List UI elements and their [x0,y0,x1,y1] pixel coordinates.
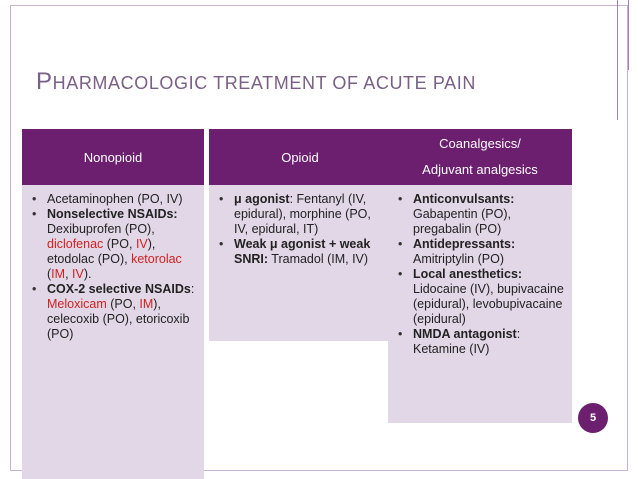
item-text: Meloxicam [47,297,107,311]
item-text: Gabapentin (PO), pregabalin (PO) [413,207,511,236]
list-item: Anticonvulsants: Gabapentin (PO), pregab… [396,192,564,237]
list-item: Weak μ agonist + weak SNRI: Tramadol (IM… [217,237,383,267]
bullet-list: Anticonvulsants: Gabapentin (PO), pregab… [396,192,564,357]
column-header: Coanalgesics/ Adjuvant analgesics [388,129,572,185]
list-item: COX-2 selective NSAIDs: Meloxicam (PO, I… [30,282,196,342]
item-text: μ agonist [234,192,290,206]
bullet-list: μ agonist: Fentanyl (IV, epidural), morp… [217,192,383,267]
slide-frame [10,5,628,471]
list-item: μ agonist: Fentanyl (IV, epidural), morp… [217,192,383,237]
item-text: IV [72,267,84,281]
item-text: ), etodolac (PO), [47,237,156,266]
item-text: Antidepressants: [413,237,516,251]
column-header: Opioid [209,129,391,185]
list-item: Acetaminophen (PO, IV) [30,192,196,207]
column-header: Nonopioid [22,129,204,185]
item-text: Lidocaine (IV), bupivacaine (epidural), … [413,282,564,326]
item-text: , [65,267,73,281]
item-text: Dexibuprofen (PO), [47,222,155,236]
item-text: Local anesthetics: [413,267,523,281]
list-item: NMDA antagonist: Ketamine (IV) [396,327,564,357]
bullet-list: Acetaminophen (PO, IV)Nonselective NSAID… [30,192,196,342]
item-text: Nonselective NSAIDs: [47,207,178,221]
column-header-line: Coanalgesics/ [439,136,521,151]
item-text: Acetaminophen (PO, IV) [47,192,183,206]
item-text: ), celecoxib (PO), etoricoxib (PO) [47,297,190,341]
item-text: Tramadol (IM, IV) [268,252,369,266]
item-text: NMDA antagonist [413,327,517,341]
list-item: Nonselective NSAIDs: Dexibuprofen (PO), … [30,207,196,282]
column-opioid: Opioid μ agonist: Fentanyl (IV, epidural… [209,129,391,341]
item-text: : Ketamine (IV) [413,327,521,356]
column-header-label: Nonopioid [83,149,143,165]
column-nonopioid: Nonopioid Acetaminophen (PO, IV)Nonselec… [22,129,204,479]
column-coanalgesics: Coanalgesics/ Adjuvant analgesics Antico… [388,129,572,423]
column-body: μ agonist: Fentanyl (IV, epidural), morp… [209,185,391,341]
item-text: (PO, [103,237,136,251]
decorative-line [617,0,618,120]
item-text: Anticonvulsants: [413,192,515,206]
item-text: IM [51,267,66,281]
column-body: Anticonvulsants: Gabapentin (PO), pregab… [388,185,572,423]
item-text: IM [139,297,154,311]
item-text: ketorolac [131,252,182,266]
item-text: diclofenac [47,237,104,251]
item-text: (PO, [106,297,140,311]
column-body: Acetaminophen (PO, IV)Nonselective NSAID… [22,185,204,479]
item-text: ). [83,267,92,281]
list-item: Local anesthetics: Lidocaine (IV), bupiv… [396,267,564,327]
page-number-badge: 5 [578,403,608,433]
item-text: IV [135,237,148,251]
item-text: ( [47,267,52,281]
column-header-line: Adjuvant analgesics [422,162,538,177]
column-header-label: Opioid [281,149,319,165]
item-text: COX-2 selective NSAIDs [47,282,191,296]
slide-title-initial: P [36,68,53,95]
item-text: Weak μ agonist + weak SNRI: [234,237,371,266]
slide-title-rest: HARMACOLOGIC TREATMENT OF ACUTE PAIN [52,73,476,93]
column-header-label: Coanalgesics/ Adjuvant analgesics [422,131,538,183]
slide-title: PHARMACOLOGIC TREATMENT OF ACUTE PAIN [36,68,596,96]
item-text: : [190,282,195,296]
item-text: : Fentanyl (IV, epidural), morphine (PO,… [234,192,371,236]
item-text: Amitriptylin (PO) [413,252,504,266]
list-item: Antidepressants: Amitriptylin (PO) [396,237,564,267]
page-number: 5 [589,412,597,424]
decorative-line [628,0,629,70]
